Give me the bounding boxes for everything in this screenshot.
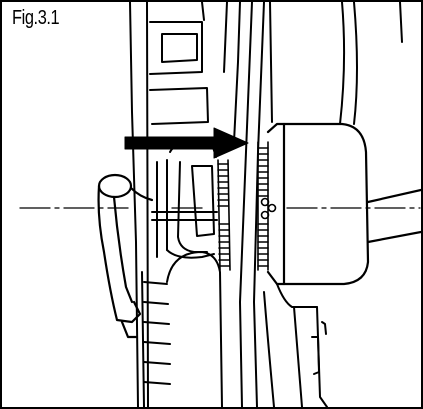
lower-column [141,251,223,407]
vertical-column [129,2,241,407]
upper-right-structure [269,2,403,125]
lever-handle [97,173,154,339]
figure-label: Fig.3.1 [12,7,60,29]
gear-ring [257,141,277,271]
gear-teeth [217,159,231,271]
right-housing [266,122,421,286]
direction-arrow [124,127,249,159]
central-mechanism [151,143,218,259]
lower-right-bracket [263,283,328,407]
diagonal-plate [239,2,265,407]
